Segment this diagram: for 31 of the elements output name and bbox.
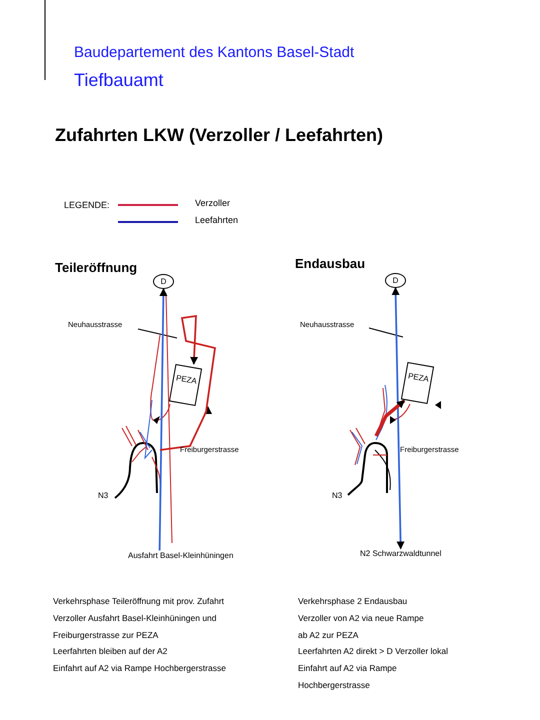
- note-line: Einfahrt auf A2 via Rampe Hochbergerstrasse: [53, 664, 226, 674]
- legend-label: Verzoller: [195, 198, 230, 208]
- page-title: Zufahrten LKW (Verzoller / Leefahrten): [55, 125, 384, 146]
- route-arrow: [158, 288, 168, 551]
- route-arrow: [374, 399, 406, 437]
- panel-heading: Endausbau: [295, 257, 366, 272]
- road-label: N3: [98, 491, 108, 500]
- destination-oval: D: [153, 274, 174, 289]
- note-line: Verzoller Ausfahrt Basel-Kleinhüningen und: [53, 614, 216, 624]
- building-box: PEZA: [400, 362, 434, 404]
- note-line: Hochbergerstrasse: [298, 681, 370, 691]
- note-line: Einfahrt auf A2 via Rampe: [298, 664, 397, 674]
- department-name: Baudepartement des Kantons Basel-Stadt: [74, 44, 354, 62]
- route-arrow: [392, 287, 405, 550]
- note-line: Leerfahrten bleiben auf der A2: [53, 647, 168, 658]
- legend-heading: LEGENDE:: [64, 200, 110, 210]
- note-line: ab A2 zur PEZA: [298, 630, 358, 640]
- route-arrow: [160, 314, 216, 451]
- road-label: N3: [332, 491, 342, 500]
- place-label: Ausfahrt Basel-Kleinhüningen: [128, 551, 234, 560]
- note-line: Freiburgerstrasse zur PEZA: [53, 630, 158, 640]
- note-line: Verzoller von A2 via neue Rampe: [298, 614, 424, 624]
- note-line: Verkehrsphase Teileröffnung mit prov. Zufahrt: [53, 597, 224, 607]
- place-label: N2 Schwarzwaldtunnel: [360, 549, 442, 558]
- panel-heading: Teileröffnung: [55, 261, 138, 276]
- office-name: Tiefbauamt: [74, 70, 164, 91]
- note-line: Verkehrsphase 2 Endausbau: [298, 597, 408, 607]
- legend-label: Leefahrten: [195, 215, 238, 226]
- destination-oval: D: [385, 273, 406, 288]
- note-line: Leerfahrten A2 direkt > D Verzoller lokal: [298, 647, 448, 658]
- building-box: PEZA: [168, 364, 202, 406]
